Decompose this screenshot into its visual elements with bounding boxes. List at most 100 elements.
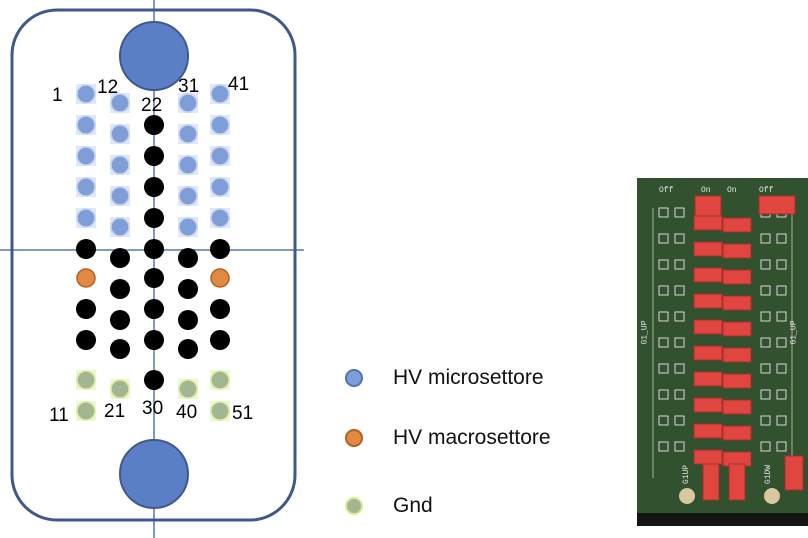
- legend-dot-hv-macro: [345, 429, 363, 447]
- pin-black: [144, 115, 164, 135]
- pin-gnd: [110, 379, 130, 399]
- pad-left: [658, 415, 669, 426]
- pad-right-inner: [776, 285, 787, 296]
- switch-right: [722, 425, 752, 441]
- pin-micro: [210, 146, 230, 166]
- jumper-left-2: [728, 463, 746, 501]
- pad-right-inner: [776, 259, 787, 270]
- pin-micro: [110, 155, 130, 175]
- legend-item-hv-macro: HV macrosettore: [345, 426, 551, 450]
- pad-left-inner: [674, 207, 685, 218]
- pin-label-11: 11: [49, 405, 69, 426]
- switch-left: [693, 241, 723, 257]
- pin-micro: [76, 146, 96, 166]
- switch-left: [693, 449, 723, 465]
- pin-black: [178, 310, 198, 330]
- pin-label-51: 51: [232, 403, 253, 424]
- pad-right-inner: [776, 233, 787, 244]
- switch-left: [693, 397, 723, 413]
- switch-left: [693, 293, 723, 309]
- switch-right: [722, 399, 752, 415]
- photo-top-label-on-right: On: [727, 186, 737, 195]
- pin-black: [144, 299, 164, 319]
- pin-micro: [76, 84, 96, 104]
- pin-black: [76, 239, 96, 259]
- legend-item-gnd: Gnd: [345, 494, 433, 518]
- pin-label-30: 30: [142, 398, 163, 419]
- pin-macro: [76, 268, 96, 288]
- switch-right: [722, 373, 752, 389]
- pin-micro: [210, 84, 230, 104]
- pin-micro: [110, 93, 130, 113]
- photo-top-label-off-left: Off: [659, 186, 674, 195]
- pin-gnd: [76, 370, 96, 390]
- pad-right: [760, 285, 771, 296]
- legend-label-hv-micro: HV microsettore: [393, 366, 544, 389]
- pin-black: [144, 330, 164, 350]
- connector-outline: [10, 8, 297, 522]
- pin-micro: [110, 124, 130, 144]
- pin-micro: [76, 177, 96, 197]
- legend-dot-hv-micro: [345, 369, 363, 387]
- pad-right: [760, 337, 771, 348]
- pin-black: [178, 279, 198, 299]
- pin-black: [144, 268, 164, 288]
- switch-left: [693, 345, 723, 361]
- switch-right: [722, 295, 752, 311]
- pin-micro: [76, 208, 96, 228]
- pad-left-inner: [674, 259, 685, 270]
- photo-side-label-left: G1_UP: [640, 320, 650, 345]
- pad-left-inner: [674, 441, 685, 452]
- switch-right: [722, 243, 752, 259]
- pin-grid: [76, 84, 230, 421]
- capacitor-left: [679, 488, 695, 504]
- photo-top-label-off-right: Off: [759, 186, 774, 195]
- capacitor-right: [764, 488, 780, 504]
- pad-left: [658, 311, 669, 322]
- pin-micro: [210, 177, 230, 197]
- photo-top-label-on-left: On: [701, 186, 711, 195]
- pad-left-inner: [674, 337, 685, 348]
- switch-right: [722, 321, 752, 337]
- pin-label-31: 31: [178, 76, 199, 97]
- switch-left: [693, 215, 723, 231]
- pin-black: [110, 279, 130, 299]
- pad-left-inner: [674, 415, 685, 426]
- pin-micro: [178, 155, 198, 175]
- pin-micro: [178, 93, 198, 113]
- pad-left: [658, 363, 669, 374]
- pin-micro: [178, 186, 198, 206]
- pin-label-41: 41: [228, 74, 249, 95]
- pin-gnd: [210, 370, 230, 390]
- pad-left: [658, 389, 669, 400]
- switch-board-graphic: [637, 178, 808, 526]
- pad-right: [760, 311, 771, 322]
- pin-black: [110, 310, 130, 330]
- pad-left: [658, 259, 669, 270]
- pin-label-40: 40: [176, 402, 197, 423]
- photo-bottom-label-right: G1DW: [764, 464, 774, 485]
- photo-side-label-right: G1_UP: [789, 320, 799, 345]
- pin-black: [210, 330, 230, 350]
- pin-black: [144, 239, 164, 259]
- pin-black: [144, 370, 164, 390]
- legend-dot-gnd: [345, 497, 363, 515]
- switch-top-left: [694, 195, 722, 217]
- switch-right: [722, 269, 752, 285]
- switch-left: [693, 319, 723, 335]
- pin-micro: [110, 217, 130, 237]
- pad-right-inner: [776, 337, 787, 348]
- legend-label-gnd: Gnd: [393, 494, 433, 517]
- pad-right: [760, 441, 771, 452]
- pin-label-12: 12: [97, 77, 118, 98]
- pin-black: [178, 248, 198, 268]
- pin-black: [76, 299, 96, 319]
- mount-hole-top: [119, 21, 189, 91]
- mount-hole-bottom: [119, 439, 189, 509]
- switch-right: [722, 217, 752, 233]
- switch-left: [693, 423, 723, 439]
- pad-left: [658, 441, 669, 452]
- pad-right-inner: [776, 415, 787, 426]
- pad-right: [760, 415, 771, 426]
- pin-macro: [210, 268, 230, 288]
